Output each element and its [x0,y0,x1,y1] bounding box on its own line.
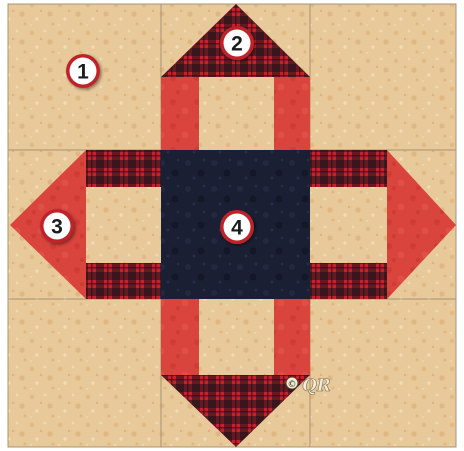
patch-badge-3: 3 [40,209,74,243]
patch-badge-2: 2 [220,26,254,60]
copyright-symbol: © [288,380,297,390]
patch-badge-4: 4 [220,210,254,244]
watermark-initials: QR [302,376,331,396]
badge-label-1: 1 [77,61,89,84]
badge-label-2: 2 [231,33,243,56]
badge-label-3: 3 [51,216,63,239]
patch-badge-1: 1 [66,54,100,88]
badge-label-4: 4 [231,217,243,240]
